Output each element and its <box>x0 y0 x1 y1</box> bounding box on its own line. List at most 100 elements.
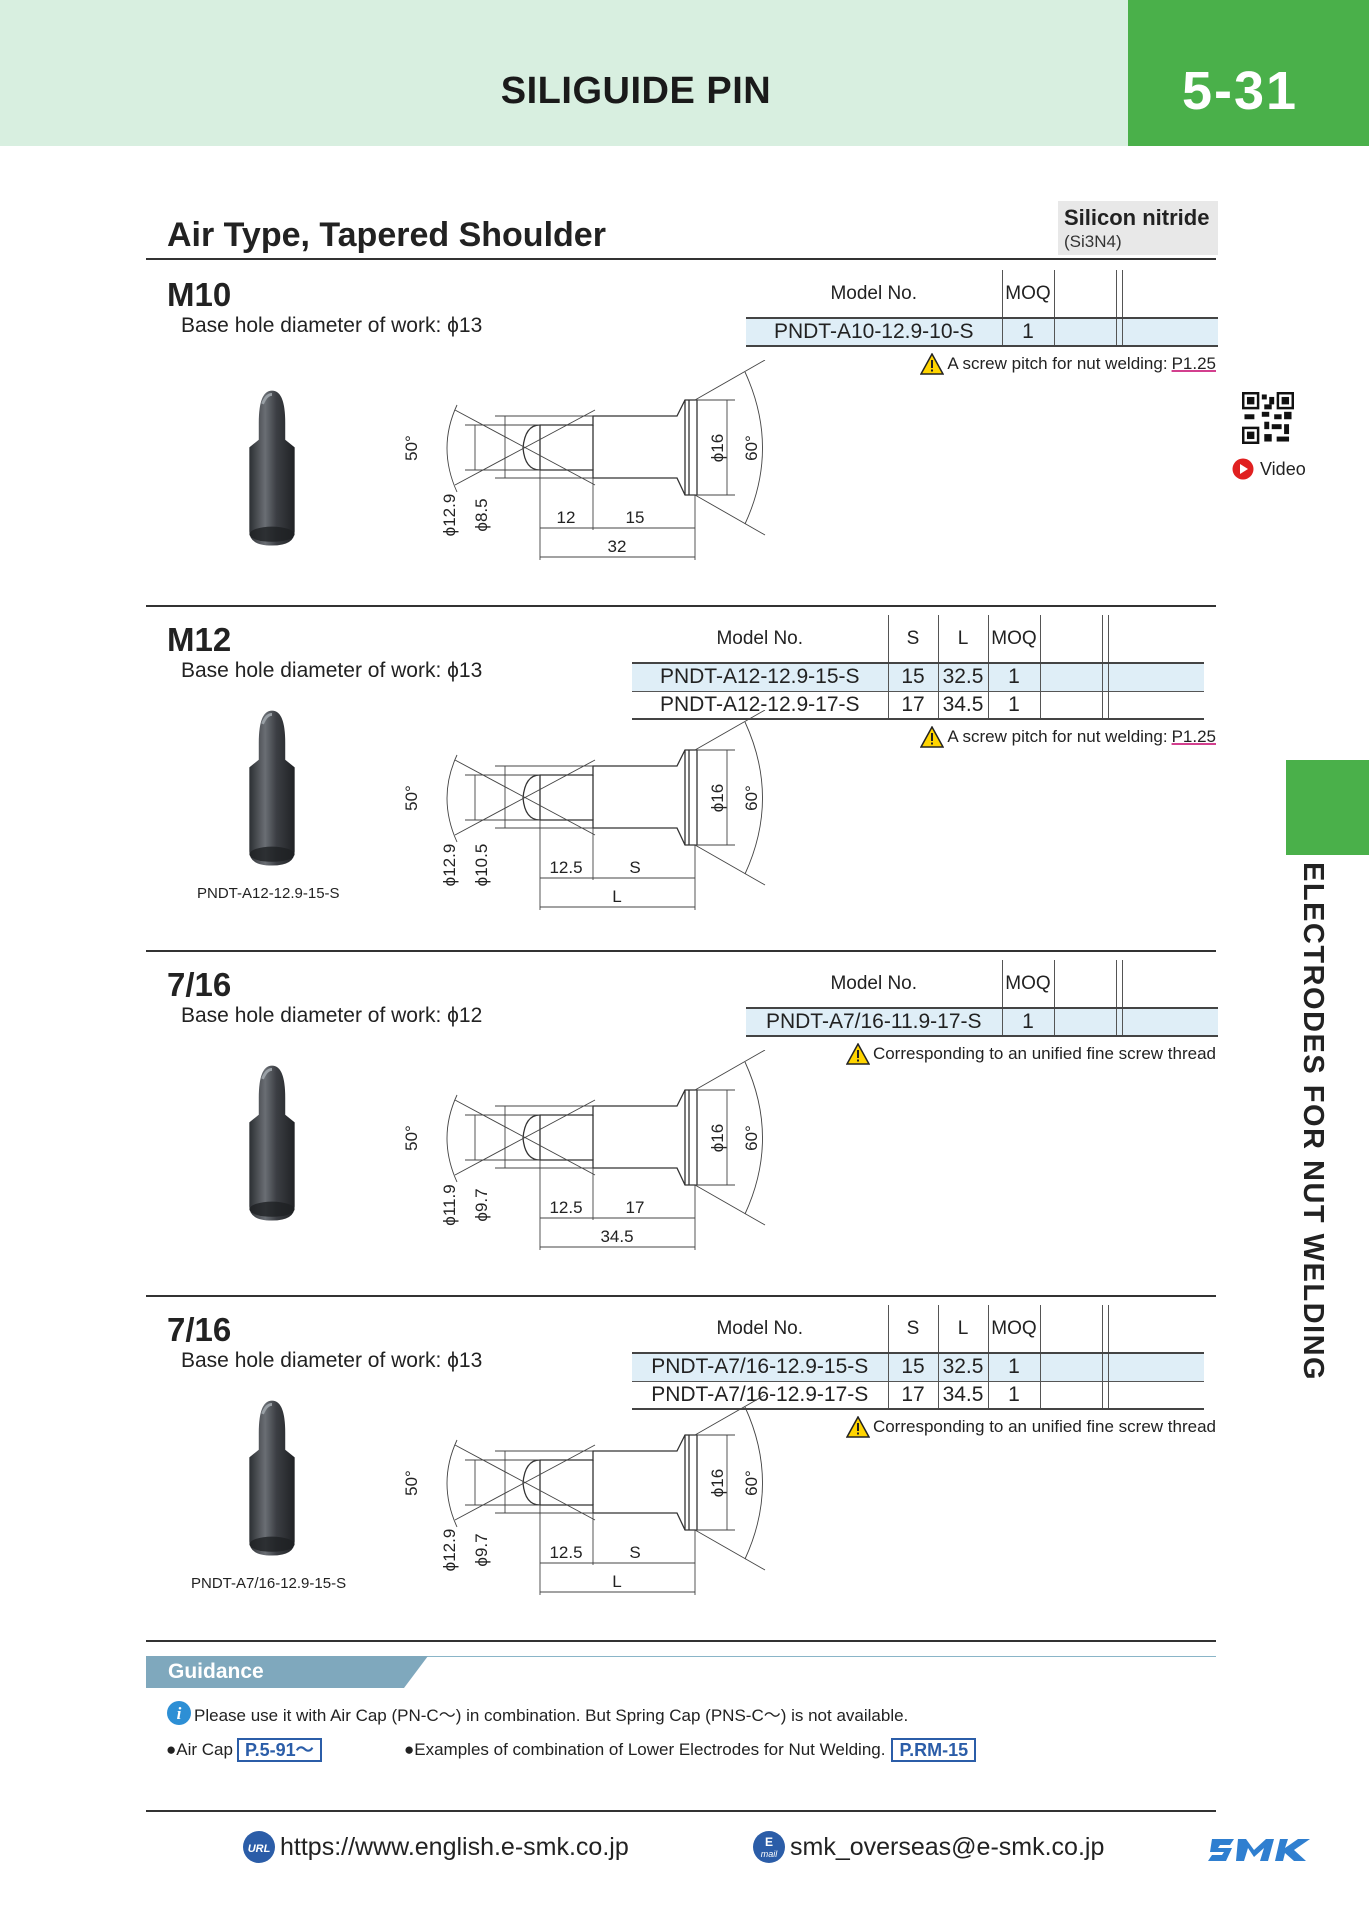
air-cap-ref: ●Air Cap P.5-91～ <box>166 1738 322 1762</box>
table-spacer <box>1053 1007 1116 1037</box>
table-cell: 17 <box>887 691 938 720</box>
section-divider <box>146 605 1216 607</box>
column-header: Model No. <box>830 282 918 304</box>
table-spacer <box>1039 1381 1102 1410</box>
angle-right-label: 60° <box>742 435 761 461</box>
side-tab <box>1286 760 1369 855</box>
email-icon: E mail <box>753 1831 785 1863</box>
table-cell: 1 <box>987 662 1040 692</box>
length-b-label: 15 <box>626 508 645 527</box>
model-number-cell: PNDT-A7/16-12.9-17-S <box>632 1381 888 1410</box>
table-spacer <box>1107 691 1204 720</box>
section-size-title: 7/16 <box>167 1311 232 1348</box>
total-length-label: L <box>612 887 621 906</box>
url-text: https://www.english.e-smk.co.jp <box>280 1832 629 1861</box>
section-divider <box>146 1295 1216 1297</box>
column-header: S <box>887 615 938 663</box>
divider <box>146 1640 1216 1642</box>
outer-diameter-label: ϕ12.9 <box>440 494 459 537</box>
table-spacer <box>1053 317 1116 347</box>
angle-right-label: 60° <box>742 785 761 811</box>
inner-diameter-label: ϕ9.7 <box>472 1188 491 1221</box>
head-diameter-label: ϕ16 <box>708 1124 727 1152</box>
angle-left-label: 50° <box>402 785 421 811</box>
welding-note: A screw pitch for nut welding:P1.25 <box>920 353 1216 375</box>
length-a-label: 12.5 <box>549 1198 582 1217</box>
table-spacer <box>1107 1381 1204 1410</box>
table-spacer <box>1101 615 1108 663</box>
length-a-label: 12.5 <box>549 858 582 877</box>
column-header: MOQ <box>987 615 1040 663</box>
warning-icon <box>845 1043 870 1065</box>
table-spacer <box>1039 691 1102 720</box>
product-photo <box>249 1400 295 1556</box>
footer-url[interactable]: URL https://www.english.e-smk.co.jp <box>242 1830 629 1864</box>
welding-note: Corresponding to an unified fine screw t… <box>845 1416 1216 1438</box>
table-cell: 1 <box>1001 317 1054 347</box>
column-header: MOQ <box>1001 960 1054 1008</box>
photo-caption: PNDT-A12-12.9-15-S <box>197 885 340 902</box>
header-band <box>0 0 1128 146</box>
section-size-title: M12 <box>167 621 232 658</box>
section-size-title: 7/16 <box>167 966 232 1003</box>
table-spacer <box>1121 1007 1218 1037</box>
head-diameter-label: ϕ16 <box>708 434 727 462</box>
company-logo <box>1208 1839 1310 1861</box>
table-spacer <box>1039 1352 1102 1382</box>
screw-pitch-value: P1.25 <box>1171 727 1216 746</box>
length-b-label: S <box>629 858 640 877</box>
guidance-info-text: Please use it with Air Cap (PN-C～) in co… <box>194 1705 909 1725</box>
table-spacer <box>1101 1381 1108 1410</box>
total-length-label: 34.5 <box>600 1227 633 1246</box>
table-spacer <box>1053 960 1116 1008</box>
table-spacer <box>1107 1305 1204 1353</box>
table-spacer <box>1107 1352 1204 1382</box>
air-cap-link[interactable]: P.5-91～ <box>236 1738 322 1762</box>
base-hole-diameter: Base hole diameter of work: ϕ13 <box>181 659 483 682</box>
column-header: MOQ <box>1001 270 1054 318</box>
head-diameter-label: ϕ16 <box>708 784 727 812</box>
footer-divider <box>146 1810 1216 1812</box>
table-spacer <box>1121 270 1218 318</box>
footer-email[interactable]: E mail smk_overseas@e-smk.co.jp <box>752 1830 1104 1864</box>
angle-left-label: 50° <box>402 1470 421 1496</box>
column-header: MOQ <box>987 1305 1040 1353</box>
column-header: L <box>937 1305 988 1353</box>
column-header: Model No. <box>830 972 918 994</box>
table-cell: 15 <box>887 1352 938 1382</box>
welding-note: Corresponding to an unified fine screw t… <box>845 1043 1216 1065</box>
note-text: Corresponding to an unified fine screw t… <box>872 1044 1216 1063</box>
table-cell: 1 <box>1001 1007 1054 1037</box>
total-length-label: 32 <box>608 537 627 556</box>
lower-electrode-link[interactable]: P.RM-15 <box>891 1738 977 1762</box>
qr-code-icon[interactable] <box>1242 392 1294 444</box>
guidance-info: i Please use it with Air Cap (PN-C～) in … <box>166 1700 908 1726</box>
material-name: Silicon nitride <box>1064 205 1210 230</box>
product-photo <box>249 390 295 546</box>
video-link[interactable]: Video <box>1232 458 1306 480</box>
guidance-label: Guidance <box>168 1660 264 1683</box>
warning-icon <box>845 1416 870 1438</box>
side-category-label: ELECTRODES FOR NUT WELDING <box>1297 862 1329 1382</box>
note-text: A screw pitch for nut welding: <box>947 727 1168 746</box>
model-number-cell: PNDT-A7/16-12.9-15-S <box>632 1352 888 1382</box>
lower-electrode-label: ●Examples of combination of Lower Electr… <box>404 1740 886 1759</box>
table-spacer <box>1115 270 1122 318</box>
angle-right-label: 60° <box>742 1125 761 1151</box>
material-badge: Silicon nitride (Si3N4) <box>1058 201 1218 255</box>
table-cell: 1 <box>987 1352 1040 1382</box>
base-hole-diameter: Base hole diameter of work: ϕ13 <box>181 314 483 337</box>
table-spacer <box>1107 615 1204 663</box>
guidance-bar <box>146 1656 428 1688</box>
